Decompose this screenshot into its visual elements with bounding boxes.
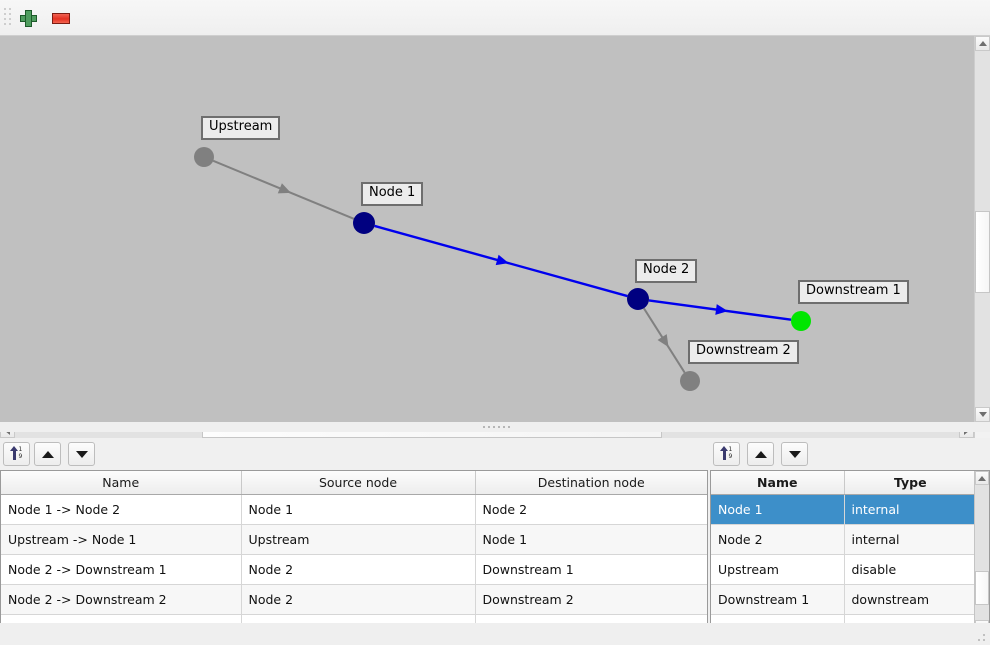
nodes-move-down-button[interactable] [781, 442, 808, 466]
graph-edge-arrow-node2-downstream2 [657, 334, 669, 348]
chevron-up-icon [978, 41, 987, 46]
nodes-table-cell[interactable]: downstream [844, 584, 976, 615]
edges-table-cell[interactable]: Downstream 1 [475, 554, 707, 585]
edges-table-cell[interactable]: Node 2 [241, 554, 476, 585]
edges-table-cell[interactable]: Upstream -> Node 1 [1, 524, 242, 555]
remove-node-button[interactable] [48, 6, 74, 30]
triangle-up-icon [41, 450, 54, 458]
graph-edge-arrow-upstream-node1 [277, 183, 291, 194]
nodes-table-column-header[interactable]: Type [844, 471, 976, 495]
graph-node-label-downstream1[interactable]: Downstream 1 [798, 280, 909, 304]
edges-table-cell[interactable]: Node 1 [241, 494, 476, 525]
status-bar [0, 623, 990, 645]
nodes-table-cell[interactable]: disable [844, 554, 976, 585]
graph-node-label-node2[interactable]: Node 2 [635, 259, 698, 283]
add-node-button[interactable] [15, 6, 41, 30]
triangle-up-icon [754, 450, 767, 458]
nodes-table-cell[interactable]: Upstream [711, 554, 845, 585]
main-toolbar [0, 0, 990, 36]
nodes-table-cell[interactable]: Node 2 [711, 524, 845, 555]
graph-node-node2[interactable] [627, 288, 649, 310]
toolbar-grip[interactable] [4, 8, 11, 28]
nodes-table-cell[interactable]: internal [844, 494, 976, 525]
nodes-move-up-button[interactable] [747, 442, 774, 466]
edges-table-column-header[interactable]: Destination node [475, 471, 707, 495]
triangle-down-icon [75, 450, 88, 458]
edges-table-column-header[interactable]: Name [1, 471, 242, 495]
edges-move-down-button[interactable] [68, 442, 95, 466]
graph-vertical-scrollbar[interactable] [974, 36, 990, 422]
nodes-table-cell[interactable]: internal [844, 524, 976, 555]
edges-table-cell[interactable]: Node 2 -> Downstream 1 [1, 554, 242, 585]
nodes-scroll-up-button[interactable] [975, 471, 989, 485]
graph-edge-arrow-node2-downstream1 [715, 304, 728, 315]
edges-table-cell[interactable]: Node 2 -> Downstream 2 [1, 584, 242, 615]
graph-node-downstream2[interactable] [680, 371, 700, 391]
nodes-table-cell[interactable]: Downstream 1 [711, 584, 845, 615]
nodes-table-cell[interactable]: Node 1 [711, 494, 845, 525]
edges-table-cell[interactable]: Upstream [241, 524, 476, 555]
minus-icon [52, 12, 70, 24]
plus-icon [19, 9, 37, 27]
graph-node-downstream1[interactable] [791, 311, 811, 331]
graph-node-label-upstream[interactable]: Upstream [201, 116, 281, 140]
edges-table-cell[interactable]: Node 1 [475, 524, 707, 555]
scroll-down-button[interactable] [975, 407, 990, 422]
nodes-table-scrollbar-thumb[interactable] [975, 571, 989, 605]
edges-table-cell[interactable]: Node 2 [475, 494, 707, 525]
graph-node-upstream[interactable] [194, 147, 214, 167]
horizontal-splitter[interactable] [0, 422, 990, 432]
scroll-up-button[interactable] [975, 36, 990, 51]
resize-grip[interactable] [978, 634, 986, 642]
splitter-grip [483, 426, 513, 429]
graph-node-node1[interactable] [353, 212, 375, 234]
graph-node-label-downstream2[interactable]: Downstream 2 [688, 340, 799, 364]
nodes-table-scrollbar[interactable] [974, 471, 989, 634]
edges-move-up-button[interactable] [34, 442, 61, 466]
graph-node-label-node1[interactable]: Node 1 [361, 182, 424, 206]
edges-table-column-header[interactable]: Source node [241, 471, 476, 495]
nodes-table-column-header[interactable]: Name [711, 471, 845, 495]
graph-vertical-scrollbar-thumb[interactable] [975, 211, 990, 293]
triangle-down-icon [788, 450, 801, 458]
graph-edge-arrow-node1-node2 [495, 254, 509, 266]
graph-svg [194, 147, 811, 391]
chevron-down-icon [978, 412, 987, 417]
chevron-up-icon [978, 475, 986, 481]
edges-table-cell[interactable]: Downstream 2 [475, 584, 707, 615]
edges-table-cell[interactable]: Node 2 [241, 584, 476, 615]
edges-table-cell[interactable]: Node 1 -> Node 2 [1, 494, 242, 525]
